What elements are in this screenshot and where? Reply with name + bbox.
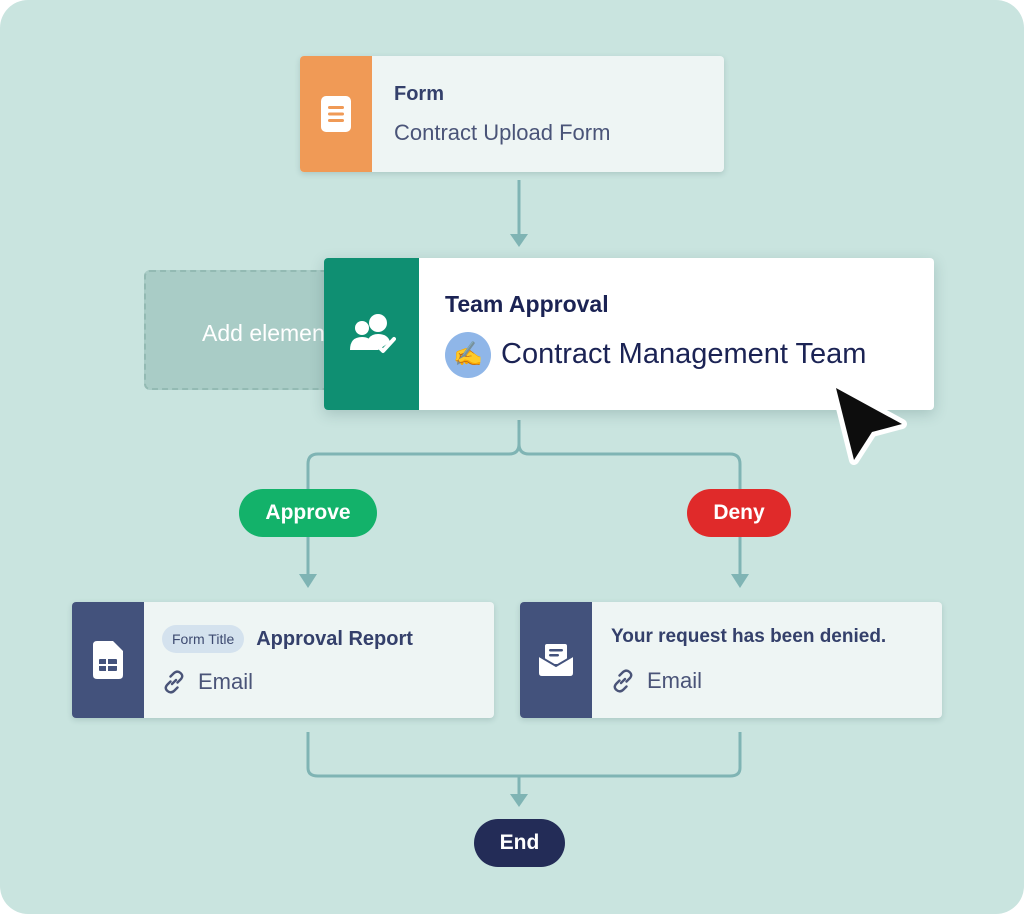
arrow-to-approval xyxy=(510,234,528,247)
email-envelope-icon xyxy=(539,644,573,676)
add-element-label: Add element xyxy=(202,320,332,346)
denial-email-icon-panel xyxy=(520,602,592,718)
mouse-pointer-icon xyxy=(831,383,907,465)
team-approval-icon xyxy=(349,314,396,353)
arrow-to-end xyxy=(510,794,528,807)
arrow-to-approve-email xyxy=(299,574,317,588)
arrow-to-deny-email xyxy=(731,574,749,588)
connector-merge xyxy=(306,732,742,778)
add-element-dropzone[interactable]: Add element xyxy=(144,270,344,390)
approval-email-icon-panel xyxy=(72,602,144,718)
approval-report-title: Approval Report xyxy=(256,627,413,650)
form-step-name: Contract Upload Form xyxy=(394,119,611,145)
denial-email-title: Your request has been denied. xyxy=(611,626,887,647)
approval-email-card[interactable]: Form Title Approval Report Email xyxy=(72,602,494,718)
form-step-icon-panel xyxy=(300,56,372,172)
form-title-badge: Form Title xyxy=(162,625,245,653)
denial-email-card[interactable]: Your request has been denied. Email xyxy=(520,602,942,718)
team-approval-title: Team Approval xyxy=(445,290,609,317)
team-approval-icon-panel xyxy=(324,258,419,410)
approve-branch-label[interactable]: Approve xyxy=(239,489,377,537)
team-avatar: ✍️ xyxy=(445,331,491,378)
form-document-icon xyxy=(321,96,351,132)
approval-email-link[interactable]: Email xyxy=(198,669,254,694)
link-icon xyxy=(613,669,633,693)
report-table-icon xyxy=(93,641,123,679)
deny-branch-label[interactable]: Deny xyxy=(687,489,791,537)
end-node[interactable]: End xyxy=(474,819,565,867)
denial-email-link[interactable]: Email xyxy=(647,668,703,693)
form-step-type: Form xyxy=(394,82,444,105)
connector-approval-to-deny xyxy=(517,443,742,576)
team-name: Contract Management Team xyxy=(501,338,867,370)
form-step-card[interactable]: Form Contract Upload Form xyxy=(300,56,724,172)
link-icon xyxy=(164,670,184,694)
